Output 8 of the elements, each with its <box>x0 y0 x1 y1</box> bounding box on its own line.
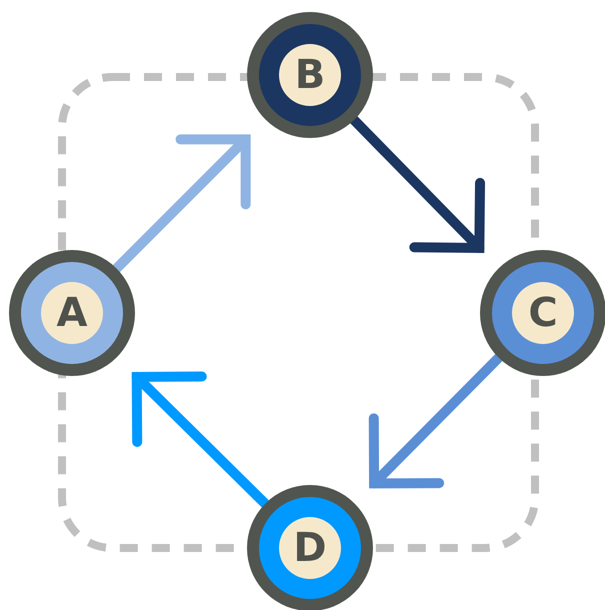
arrow <box>349 115 486 253</box>
arrow <box>132 372 270 509</box>
letter-disc: D <box>279 517 341 579</box>
letter-disc: A <box>41 282 103 344</box>
arrow <box>368 352 504 488</box>
letter-disc: C <box>512 282 574 344</box>
letter-disc: B <box>279 44 341 106</box>
arrow <box>112 134 251 274</box>
